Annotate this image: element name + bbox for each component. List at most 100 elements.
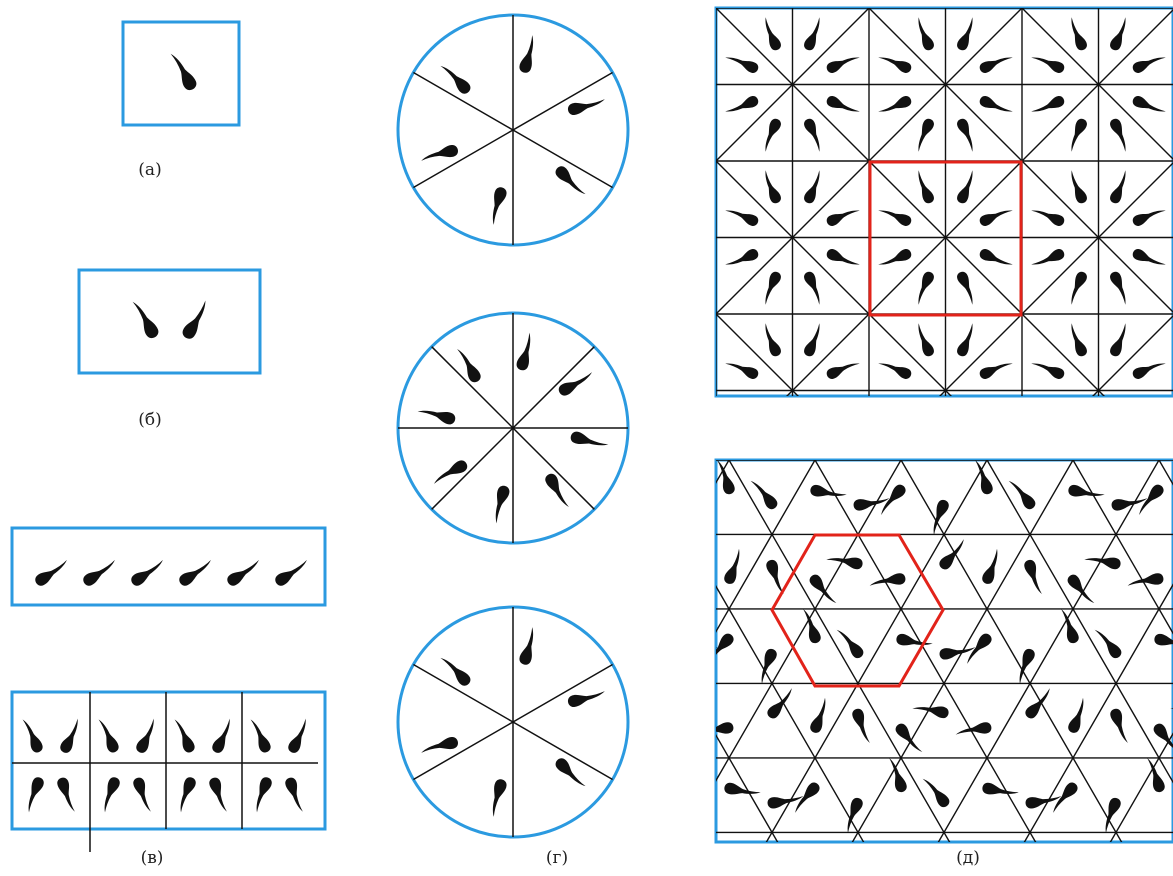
tadpole-icon: [672, 357, 708, 380]
tadpole-icon: [419, 144, 459, 165]
tadpole-icon: [825, 400, 861, 423]
tadpole-icon: [1065, 270, 1088, 306]
lattice-line: [0, 460, 41, 876]
tadpole-icon: [759, 169, 782, 205]
tadpole-icon: [1108, 423, 1131, 459]
tadpole-icon: [649, 322, 672, 358]
tadpole-icon: [543, 472, 572, 511]
tadpole-icon: [1030, 400, 1066, 423]
tadpole-icon: [747, 476, 779, 511]
panel-a-motifs: [166, 50, 198, 93]
panel-b-motifs: [128, 298, 212, 341]
lattice-line: [0, 8, 398, 608]
tadpole-icon: [672, 400, 708, 423]
tadpole-icon: [877, 247, 913, 270]
tadpole-icon: [912, 117, 935, 153]
rosette-axis: [513, 665, 613, 723]
tadpole-icon: [1030, 357, 1066, 380]
tadpole-icon: [978, 94, 1014, 117]
tadpole-icon: [877, 51, 913, 74]
tadpole-icon: [166, 50, 198, 93]
tadpole-icon: [724, 247, 760, 270]
tadpole-icon: [33, 556, 71, 588]
tadpole-icon: [606, 16, 629, 52]
tadpole-icon: [128, 298, 160, 341]
tadpole-icon: [273, 556, 311, 588]
tadpole-icon: [955, 576, 978, 612]
tadpole-icon: [672, 510, 708, 533]
tadpole-icon: [557, 368, 596, 397]
tadpole-icon: [661, 774, 693, 809]
tadpole-icon: [416, 404, 456, 425]
tadpole-icon: [1030, 247, 1066, 270]
tadpole-icon: [978, 51, 1014, 74]
lattice-line: [563, 8, 1163, 608]
tadpole-icon: [56, 776, 79, 814]
tadpole-icon: [978, 510, 1014, 533]
tadpole-icon: [489, 484, 510, 524]
tadpole-icon: [95, 716, 121, 754]
tadpole-icon: [1084, 553, 1122, 571]
panel-b-frame: [79, 270, 260, 373]
tadpole-icon: [681, 643, 719, 661]
lattice-line: [716, 8, 1173, 608]
tadpole-icon: [1153, 633, 1173, 651]
lattice-line: [471, 460, 729, 876]
tadpole-icon: [1065, 423, 1088, 459]
tadpole-icon: [723, 782, 761, 800]
lattice-line: [41, 460, 299, 876]
lattice-line: [385, 460, 643, 876]
tadpole-icon: [58, 717, 84, 755]
tadpole-icon: [553, 164, 589, 200]
tadpole-icon: [567, 95, 607, 116]
tadpole-icon: [877, 357, 913, 380]
tadpole-icon: [649, 475, 672, 511]
tadpole-icon: [799, 607, 822, 645]
rosette-1: [398, 15, 628, 245]
lattice-line: [987, 460, 1173, 876]
tadpole-icon: [759, 576, 782, 612]
panel-v-grid-frame: [12, 692, 325, 829]
tadpole-icon: [1131, 94, 1167, 117]
tadpole-icon: [802, 423, 825, 459]
tadpole-icon: [1048, 780, 1080, 815]
tadpole-icon: [649, 16, 672, 52]
lattice-line: [729, 460, 987, 876]
tadpole-icon: [802, 16, 825, 52]
tadpole-icon: [553, 756, 589, 792]
tadpole-icon: [1131, 247, 1167, 270]
tadpole-icon: [515, 331, 536, 371]
tadpole-icon: [724, 510, 760, 533]
tadpole-icon: [1131, 357, 1167, 380]
lattice-line: [0, 460, 127, 876]
tadpole-icon: [1067, 484, 1105, 502]
tadpole-icon: [826, 553, 864, 571]
tadpole-icon: [180, 298, 212, 341]
tadpole-icon: [453, 345, 482, 384]
tadpole-icon: [759, 423, 782, 459]
tadpole-icon: [430, 458, 469, 487]
tadpole-icon: [649, 576, 672, 612]
lattice-line: [385, 460, 643, 876]
tadpole-icon: [1057, 607, 1080, 645]
tadpole-icon: [649, 117, 672, 153]
tadpole-icon: [571, 247, 607, 270]
tadpole-icon: [437, 61, 473, 97]
lattice-line: [901, 460, 1159, 876]
tadpole-icon: [672, 94, 708, 117]
tadpole-icon: [1030, 204, 1066, 227]
lattice-line: [257, 8, 857, 608]
tadpole-icon: [978, 247, 1014, 270]
tadpole-icon: [981, 782, 1019, 800]
tadpole-icon: [885, 756, 908, 794]
tadpole-icon: [486, 778, 507, 818]
tadpole-icon: [955, 322, 978, 358]
panel-d-hex-highlight: [772, 535, 943, 686]
tadpole-icon: [1023, 558, 1046, 596]
lattice-line: [557, 460, 815, 876]
tadpole-icon: [1065, 322, 1088, 358]
tadpole-icon: [567, 687, 607, 708]
rosette-3: [398, 607, 628, 837]
tadpole-icon: [606, 576, 629, 612]
